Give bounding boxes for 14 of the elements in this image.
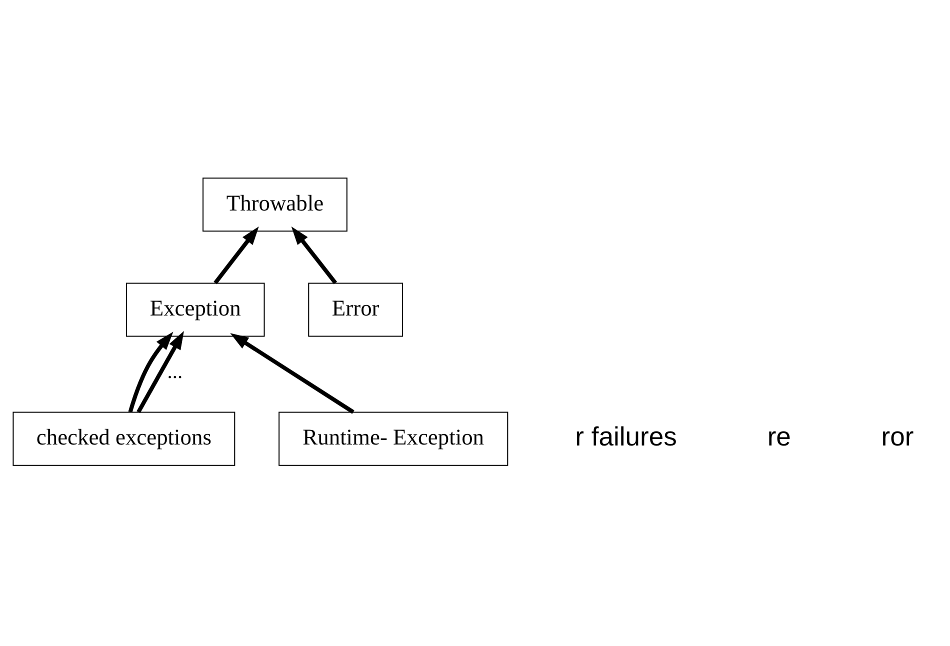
label: re xyxy=(767,421,791,452)
node-box: Throwable xyxy=(202,178,348,232)
arrow xyxy=(128,332,174,413)
node-box: checked exceptions xyxy=(12,412,236,466)
node-box: Runtime- Exception xyxy=(278,412,508,466)
arrow xyxy=(214,226,259,284)
label: r failures xyxy=(575,421,677,452)
edge-label: ... xyxy=(167,361,183,384)
node-box: Exception xyxy=(126,282,265,337)
label: ror xyxy=(881,421,914,452)
arrow xyxy=(230,333,354,414)
arrow xyxy=(291,226,338,284)
arrow xyxy=(136,331,184,414)
node-box: Error xyxy=(308,282,404,337)
